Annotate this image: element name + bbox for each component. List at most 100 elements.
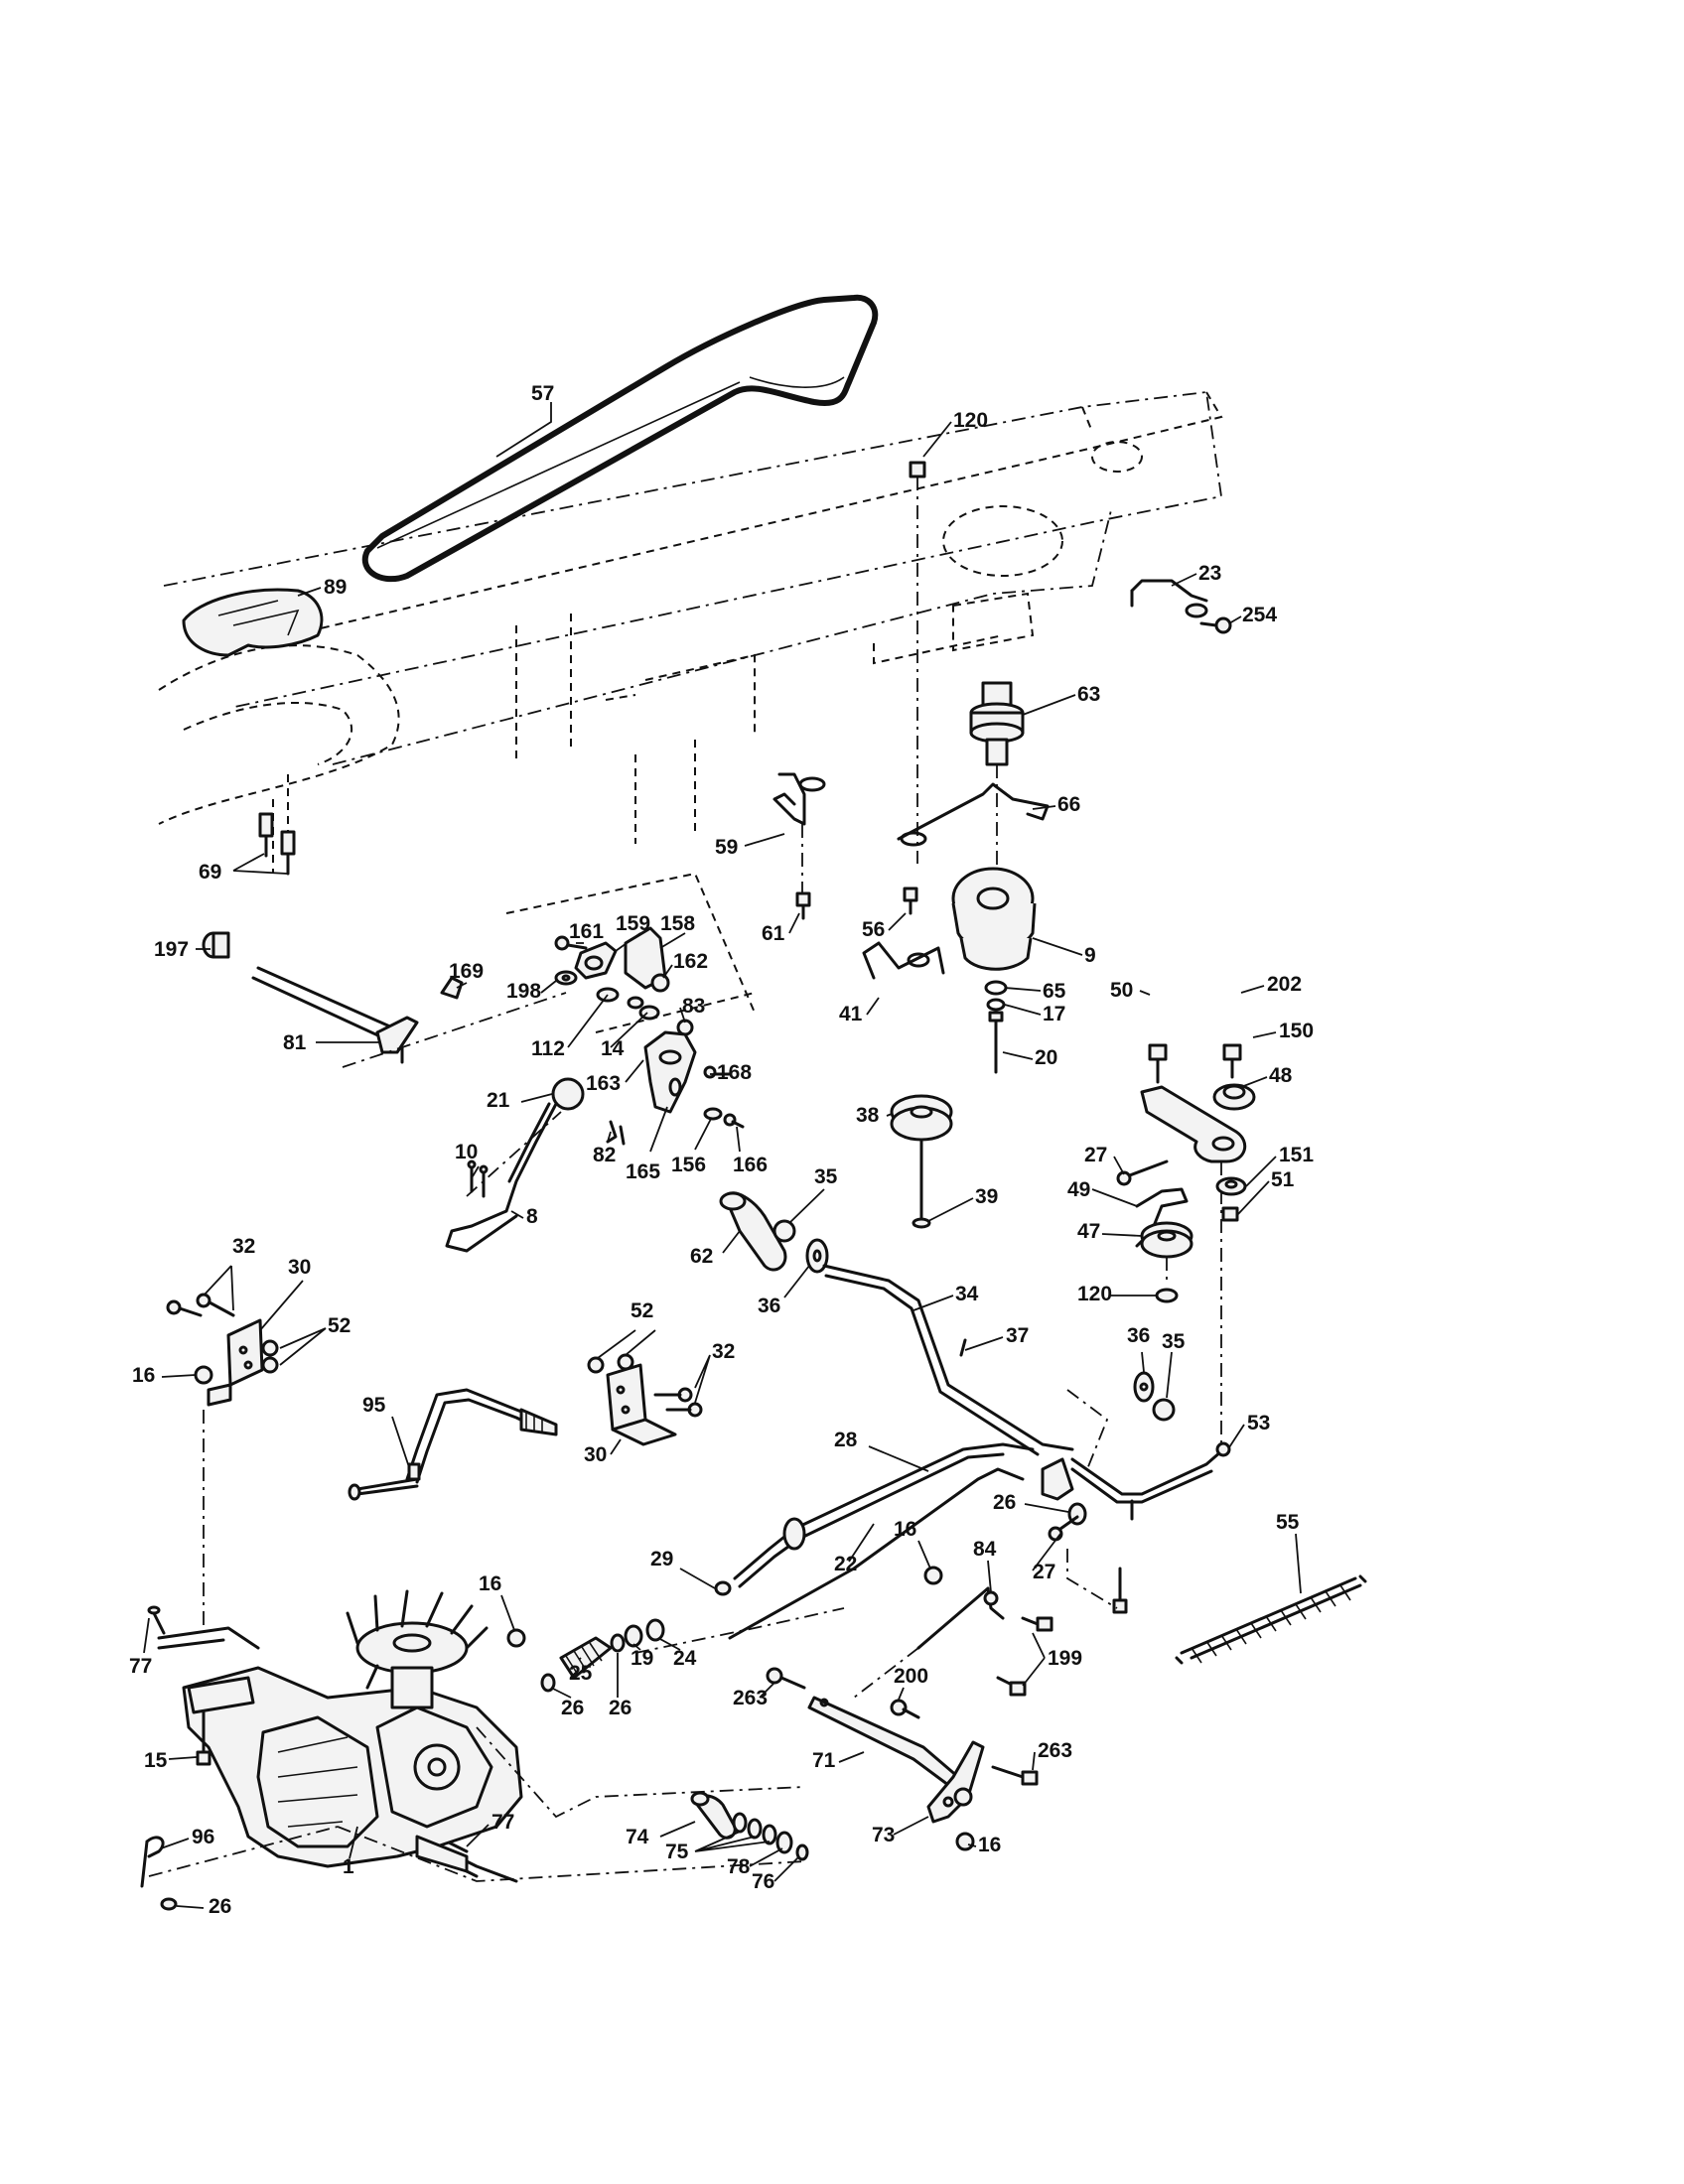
callout-162: 162: [673, 950, 708, 973]
callout-16-spring: 16: [479, 1572, 501, 1595]
shaft-81: [251, 966, 419, 1064]
mount-dash: [505, 872, 756, 1033]
bushing-197: [202, 931, 230, 959]
bolt-200: [890, 1699, 920, 1719]
washer-26-bottom: [160, 1897, 178, 1911]
lever-8: [445, 1102, 558, 1253]
rod-28: [733, 1442, 1035, 1588]
callout-75: 75: [665, 1841, 689, 1863]
callout-26-a: 26: [561, 1697, 584, 1719]
callout-48: 48: [1269, 1064, 1293, 1087]
callout-39: 39: [975, 1185, 998, 1208]
nut-35-upper: [772, 1219, 796, 1243]
callout-50: 50: [1110, 979, 1133, 1002]
callout-77-upper: 77: [129, 1655, 152, 1678]
callout-151: 151: [1279, 1144, 1314, 1166]
callout-84: 84: [973, 1538, 997, 1561]
callout-120-lower: 120: [1077, 1283, 1112, 1305]
nut-16-left: [194, 1365, 213, 1385]
bushing-29: [714, 1580, 732, 1596]
callout-20: 20: [1035, 1046, 1057, 1069]
nuts-52-center: [587, 1353, 634, 1374]
knob-21: [551, 1077, 585, 1111]
bracket-73: [926, 1740, 985, 1824]
bolt-50: [1148, 1043, 1168, 1084]
washer-76: [795, 1843, 809, 1861]
washer-151: [1215, 1176, 1247, 1196]
callout-37: 37: [1006, 1324, 1029, 1347]
bolt-32-left-b: [196, 1293, 235, 1317]
rod-95: [348, 1388, 558, 1501]
bolts-32-center: [653, 1387, 703, 1418]
callout-53: 53: [1247, 1412, 1270, 1434]
callout-38: 38: [856, 1104, 880, 1127]
callout-30-center: 30: [584, 1443, 607, 1466]
callout-36-upper: 36: [758, 1295, 780, 1317]
callout-83: 83: [682, 995, 705, 1018]
screw-254: [1199, 616, 1232, 634]
callout-74: 74: [626, 1826, 649, 1848]
callout-95: 95: [362, 1394, 386, 1417]
callout-163: 163: [586, 1072, 621, 1095]
callout-61: 61: [762, 922, 785, 945]
callout-26-right: 26: [993, 1491, 1016, 1514]
callout-35-right: 35: [1162, 1330, 1186, 1353]
pin-96: [140, 1836, 165, 1888]
callout-165: 165: [626, 1160, 660, 1183]
callout-15: 15: [144, 1749, 168, 1772]
callout-21: 21: [487, 1089, 510, 1112]
washer-36-upper: [805, 1238, 829, 1274]
pulley-38: [890, 1094, 953, 1229]
bracket-59: [772, 772, 826, 893]
callout-22: 22: [834, 1553, 857, 1575]
callout-59: 59: [715, 836, 738, 859]
washers-75: [732, 1812, 777, 1845]
nut-120-lower: [1155, 1288, 1179, 1303]
callout-57: 57: [531, 382, 554, 405]
callout-199: 199: [1048, 1647, 1082, 1670]
washer-156: [703, 1107, 723, 1121]
nut-35-right: [1152, 1398, 1176, 1422]
pins-10: [467, 1160, 489, 1198]
callout-56: 56: [862, 918, 885, 941]
callout-16-left: 16: [132, 1364, 155, 1387]
washer-198: [554, 970, 578, 986]
pulley-47: [1140, 1221, 1193, 1286]
rod-84: [916, 1586, 1005, 1650]
washer-36-right: [1133, 1371, 1155, 1403]
callout-55: 55: [1276, 1511, 1300, 1534]
nut-162: [650, 973, 670, 993]
spring-55: [1175, 1574, 1367, 1665]
bolt-27-upper: [1116, 1160, 1169, 1186]
callout-41: 41: [839, 1003, 863, 1025]
callout-166: 166: [733, 1154, 768, 1176]
callout-35-upper: 35: [814, 1165, 838, 1188]
callout-29: 29: [650, 1548, 673, 1570]
drive-belt: [361, 294, 879, 583]
pin-37: [959, 1338, 967, 1357]
bracket-23: [1130, 579, 1208, 618]
callout-labels: 57 120 89 23 254 63 66 59 69 61 56 9 161…: [129, 382, 1314, 1918]
callout-71: 71: [812, 1749, 836, 1772]
callout-263-left: 263: [733, 1687, 768, 1709]
callout-17: 17: [1043, 1003, 1065, 1025]
callout-26-bottom: 26: [209, 1895, 231, 1918]
callout-63: 63: [1077, 683, 1100, 706]
callout-76: 76: [752, 1870, 774, 1893]
callout-27-upper: 27: [1084, 1144, 1107, 1166]
nut-51: [1221, 1206, 1239, 1222]
callout-23: 23: [1198, 562, 1221, 585]
callout-200: 200: [894, 1665, 928, 1688]
callout-78: 78: [727, 1855, 751, 1878]
connector-lines: [148, 992, 1109, 1882]
pulley-150: [1212, 1083, 1256, 1111]
screw-166: [723, 1113, 745, 1129]
nut-16-spring: [506, 1628, 526, 1648]
callout-168: 168: [717, 1061, 752, 1084]
bracket-hinge: [1041, 1457, 1074, 1501]
callout-62: 62: [690, 1245, 713, 1268]
bolt-56: [900, 831, 927, 915]
callout-73: 73: [872, 1824, 895, 1846]
callout-254: 254: [1242, 604, 1277, 626]
